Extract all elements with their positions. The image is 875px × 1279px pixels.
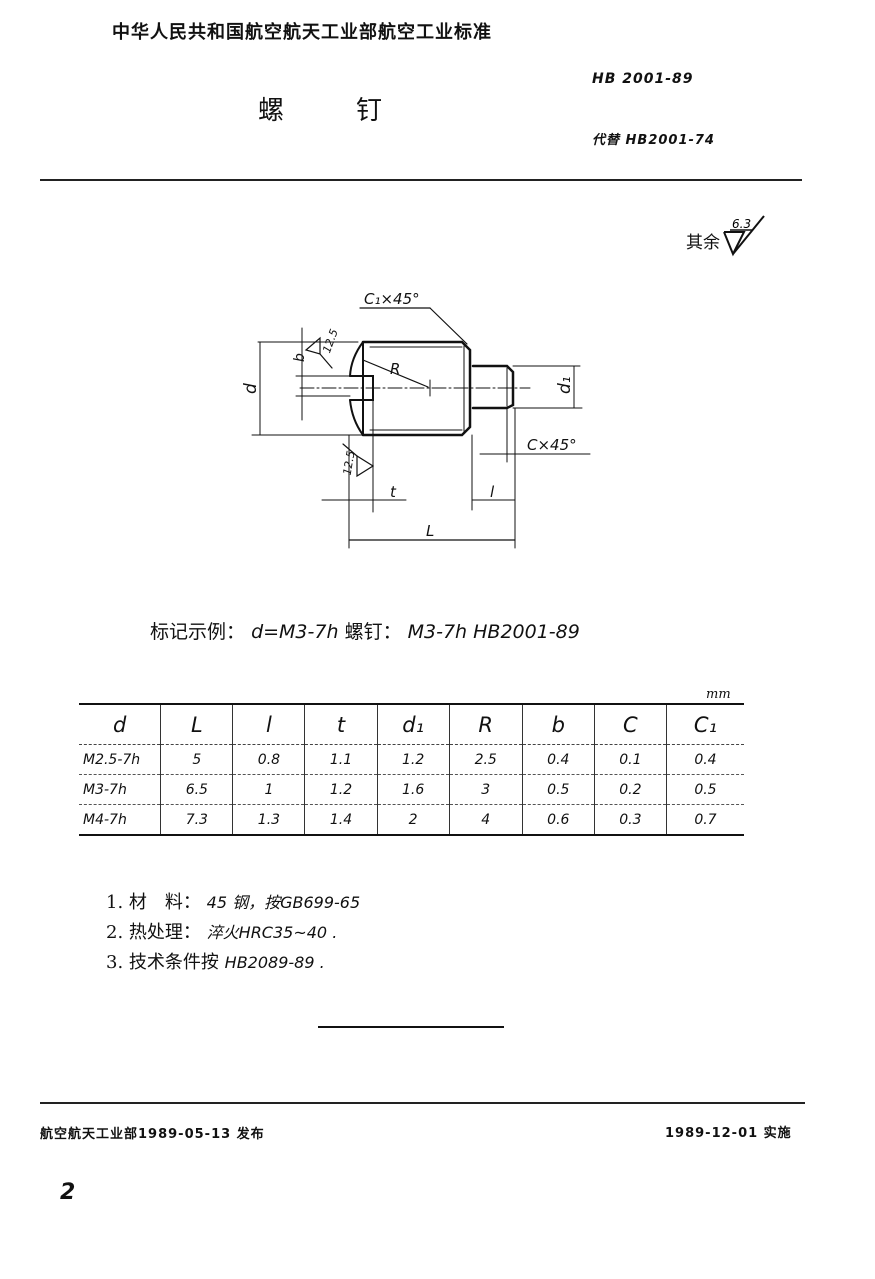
cell: 1.6 [376, 774, 450, 805]
note-value: 45 钢，按GB699-65 [206, 893, 361, 912]
effective-info: 1989-12-01 实施 [665, 1126, 792, 1141]
note-value: HB2089-89 . [224, 953, 325, 972]
note-text: 技术条件按 [128, 952, 219, 973]
issued-info: 航空航天工业部1989-05-13 发布 [40, 1127, 265, 1142]
cell: 1.2 [304, 774, 378, 805]
marking-item-name: 螺钉： [344, 621, 402, 643]
label-roughness-bottom: 12.5 [341, 450, 358, 476]
header-l: l [232, 704, 305, 745]
label-slot-width: b [292, 353, 308, 362]
cell: 0.1 [593, 744, 667, 775]
cell: 0.8 [232, 744, 305, 775]
cell: 6.5 [160, 774, 233, 805]
note-item: 1. 材 料： 45 钢，按GB699-65 [106, 888, 360, 918]
cell: M3-7h [79, 774, 161, 805]
label-chamfer-tip: C×45° [527, 436, 577, 454]
header-C1: C₁ [665, 704, 744, 745]
cell: 0.5 [665, 774, 744, 805]
label-total-length: L [426, 522, 434, 540]
screw-drawing: C₁×45° C×45° R d d₁ b 12.5 12.5 t l L [241, 290, 591, 549]
replaces-standard: 代替 HB2001-74 [592, 133, 715, 148]
marking-designation: M3-7h HB2001-89 [407, 621, 580, 643]
header-d: d [112, 712, 127, 737]
cell: 7.3 [160, 804, 233, 836]
cell: 1.2 [376, 744, 450, 775]
title-char-1: 螺 [258, 96, 285, 126]
title-char-2: 钉 [356, 96, 383, 126]
footer-divider [40, 1102, 805, 1104]
label-tip-diameter: d₁ [555, 376, 575, 394]
cell: 0.7 [665, 804, 744, 836]
cell: 0.4 [521, 744, 595, 775]
cell: 0.5 [521, 774, 595, 805]
note-text: 热处理： [128, 922, 201, 943]
label-roughness-slot: 12.5 [320, 327, 341, 354]
cell: 5 [160, 744, 233, 775]
note-item: 2. 热处理： 淬火HRC35~40 . [106, 918, 360, 948]
header-divider [40, 179, 802, 181]
cell: 1.1 [304, 744, 378, 775]
header-L: L [160, 704, 233, 745]
surface-roughness-icon: 6.3 [723, 215, 765, 257]
technical-notes: 1. 材 料： 45 钢，按GB699-65 2. 热处理： 淬火HRC35~4… [106, 888, 360, 978]
marking-label: 标记示例： [150, 621, 246, 643]
label-chamfer-head: C₁×45° [364, 290, 420, 308]
end-of-content-rule [318, 1026, 504, 1028]
cell: M2.5-7h [79, 744, 161, 775]
note-number: 1. [106, 892, 124, 913]
cell: 2.5 [448, 744, 523, 775]
label-diameter: d [241, 383, 261, 394]
table-row: M4-7h 7.3 1.3 1.4 2 4 0.6 0.3 0.7 [79, 804, 744, 836]
cell: 2 [376, 804, 450, 836]
table-unit: mm [706, 687, 731, 702]
cell: 1.4 [304, 804, 378, 836]
page-number: 2 [60, 1180, 76, 1205]
note-number: 2. [106, 922, 124, 943]
standard-number: HB 2001-89 [592, 71, 694, 87]
label-radius: R [390, 360, 400, 378]
header-d1: d₁ [376, 704, 450, 745]
label-slot-depth: t [390, 483, 397, 501]
cell: 0.4 [665, 744, 744, 775]
organization-title: 中华人民共和国航空航天工业部航空工业标准 [112, 22, 492, 43]
header-t: t [304, 704, 378, 745]
marking-condition: d=M3-7h [251, 621, 339, 643]
roughness-value: 6.3 [732, 217, 751, 231]
table-row: M3-7h 6.5 1 1.2 1.6 3 0.5 0.2 0.5 [79, 774, 744, 805]
header-b: b [521, 704, 595, 745]
table-row: M2.5-7h 5 0.8 1.1 1.2 2.5 0.4 0.1 0.4 [79, 744, 744, 775]
cell: 4 [448, 804, 523, 836]
cell: 0.3 [593, 804, 667, 836]
note-item: 3. 技术条件按 HB2089-89 . [106, 948, 360, 978]
cell: 0.6 [521, 804, 595, 836]
note-number: 3. [106, 952, 124, 973]
note-value: 淬火HRC35~40 . [206, 923, 338, 942]
label-tip-length: l [490, 483, 495, 501]
header-C: C [593, 704, 667, 745]
document-title: 螺钉 [258, 90, 382, 127]
roughness-label: 其余 [686, 233, 720, 253]
cell: M4-7h [79, 804, 161, 836]
table-header-row: d L l t d₁ R b C C₁ [79, 704, 744, 745]
cell: 1 [232, 774, 305, 805]
marking-example: 标记示例： d=M3-7h 螺钉： M3-7h HB2001-89 [150, 617, 580, 644]
header-R: R [448, 704, 523, 745]
note-text: 材 料： [128, 892, 201, 913]
cell: 3 [448, 774, 523, 805]
cell: 1.3 [232, 804, 305, 836]
dimension-table: d L l t d₁ R b C C₁ M2.5-7h 5 0.8 1.1 1.… [79, 703, 744, 836]
cell: 0.2 [593, 774, 667, 805]
